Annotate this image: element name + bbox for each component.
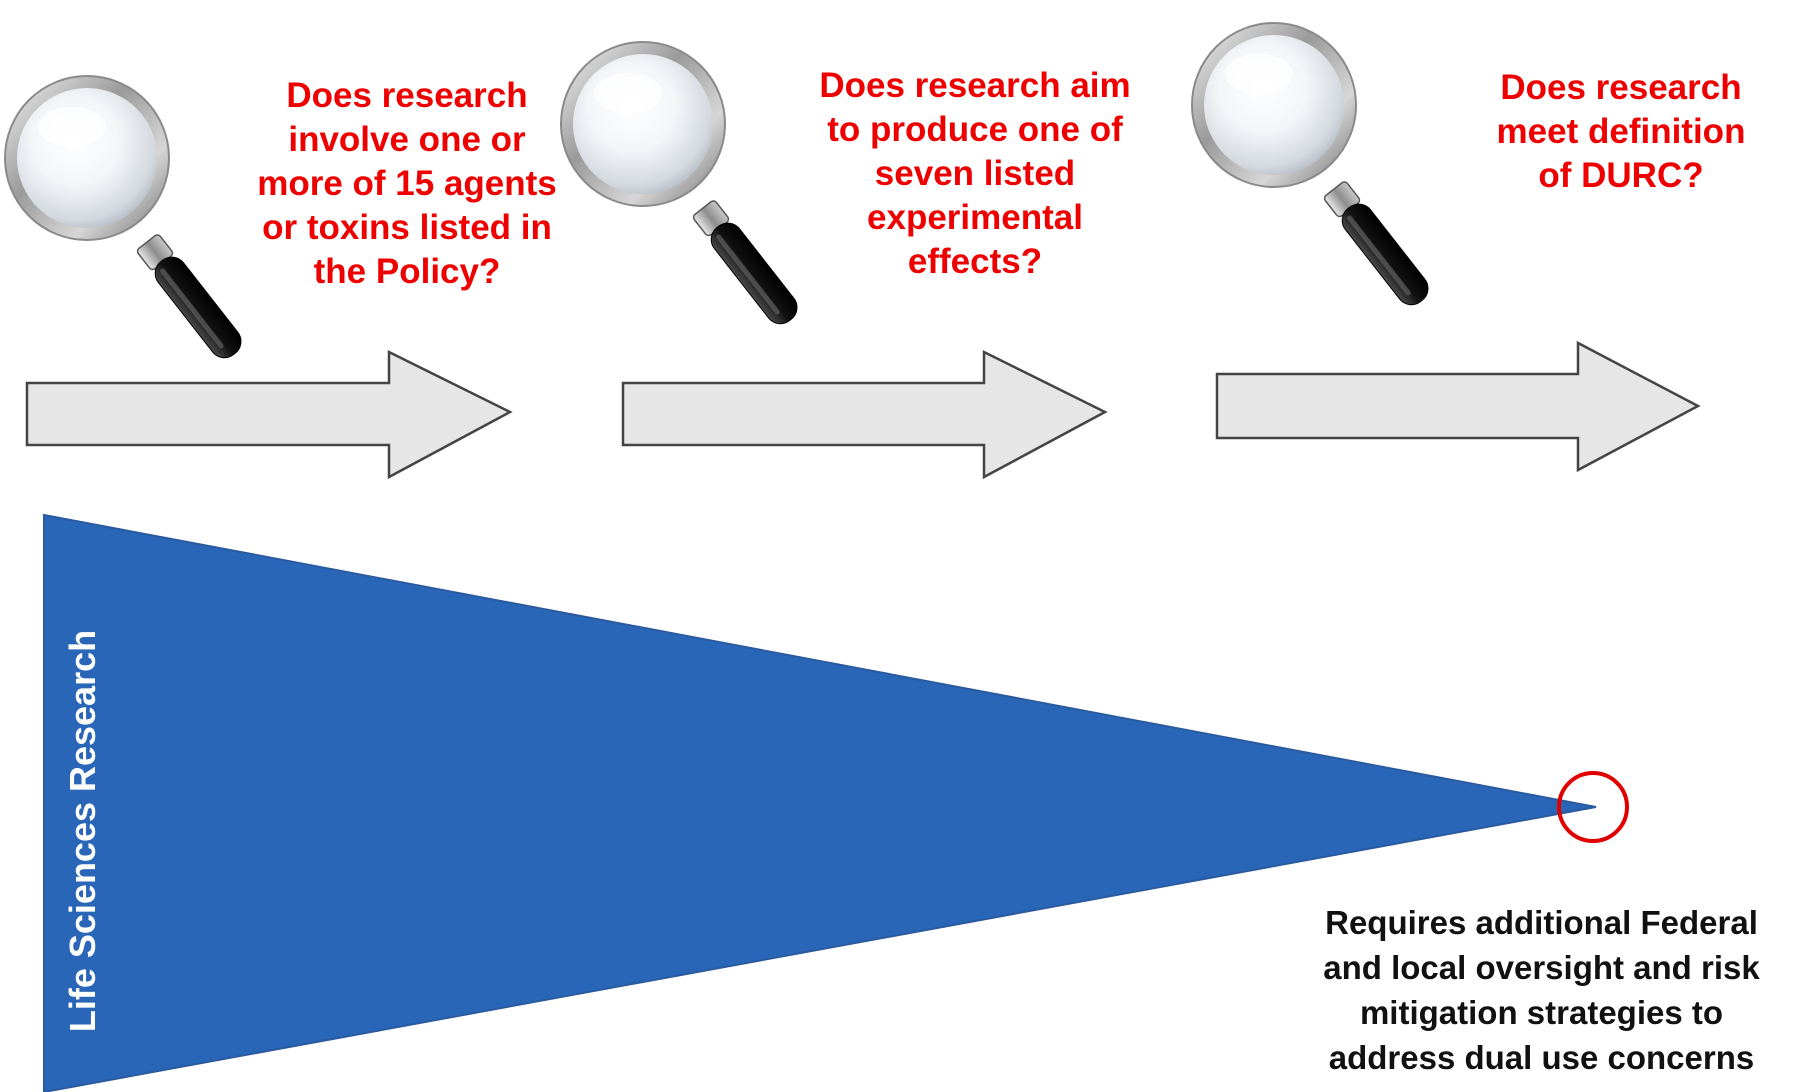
magnifying-glass-icon: [4, 75, 249, 365]
flow-arrow-2: [621, 349, 1108, 480]
flow-arrow-3: [1215, 340, 1701, 473]
research-funnel: [43, 513, 1597, 1092]
step-3-question: Does research meet definition of DURC?: [1496, 68, 1746, 195]
magnifying-glass-icon: [560, 41, 805, 331]
step-1-question: Does research involve one or more of 15 …: [257, 76, 557, 291]
outcome-text: Requires additional Federal and local ov…: [1323, 904, 1760, 1076]
funnel-label: Life Sciences Research: [62, 629, 103, 1033]
outcome-marker-circle: [1557, 771, 1629, 843]
flow-arrow-1: [25, 349, 513, 480]
magnifying-glass-icon: [1191, 22, 1436, 312]
step-2-question: Does research aim to produce one of seve…: [819, 66, 1131, 281]
